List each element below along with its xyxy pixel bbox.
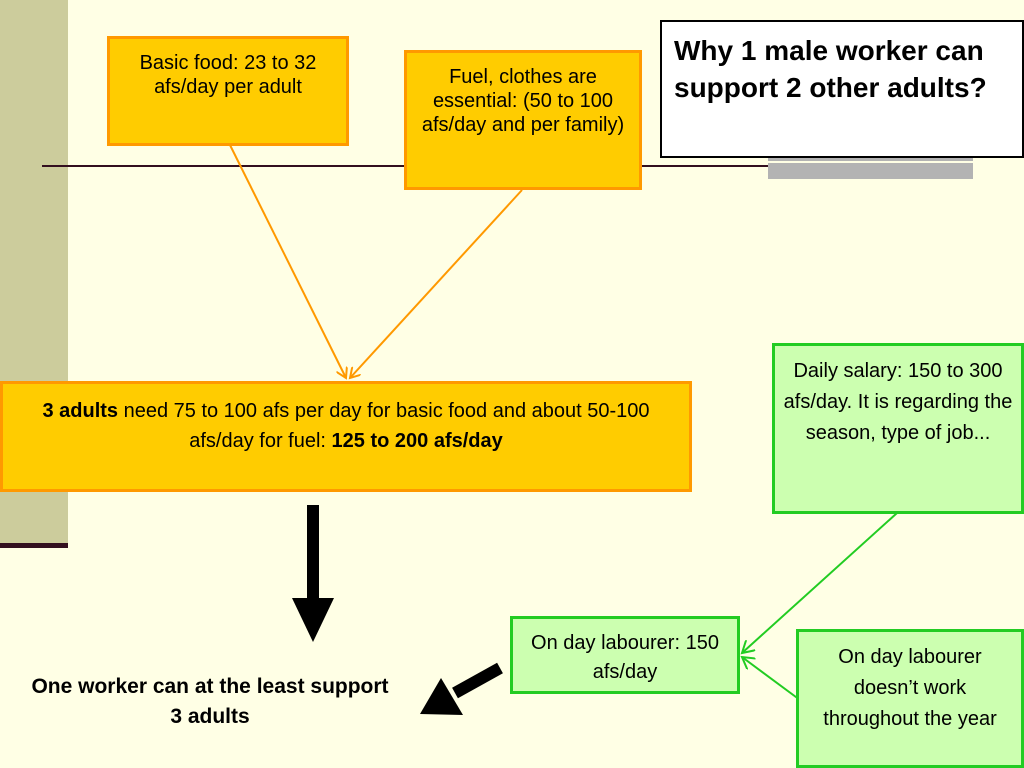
arrow-notworking-to-labourer <box>742 657 801 701</box>
left-band-underline <box>0 543 68 548</box>
day-labourer-text: On day labourer: 150 afs/day <box>531 632 719 683</box>
day-labourer-box: On day labourer: 150 afs/day <box>510 616 740 694</box>
not-working-box: On day labourer doesn’t work throughout … <box>796 629 1024 768</box>
three-adults-total: 125 to 200 afs/day <box>331 430 503 452</box>
three-adults-box: 3 adults need 75 to 100 afs per day for … <box>0 381 692 492</box>
three-adults-text: 3 adults need 75 to 100 afs per day for … <box>23 396 669 456</box>
basic-food-box: Basic food: 23 to 32 afs/day per adult <box>107 36 349 146</box>
fuel-clothes-text: Fuel, clothes are essential: (50 to 100 … <box>421 66 625 136</box>
daily-salary-box: Daily salary: 150 to 300 afs/day. It is … <box>772 343 1024 514</box>
not-working-text: On day labourer doesn’t work throughout … <box>823 646 997 730</box>
daily-salary-text: Daily salary: 150 to 300 afs/day. It is … <box>783 360 1013 444</box>
three-adults-lead: 3 adults <box>42 400 119 422</box>
left-arrow <box>420 662 503 715</box>
slide-title: Why 1 male worker can support 2 other ad… <box>660 20 1024 158</box>
arrow-fuel-to-adults <box>350 189 523 378</box>
gray-accent-bar <box>768 157 973 179</box>
conclusion-text: One worker can at the least support 3 ad… <box>31 675 389 728</box>
basic-food-text: Basic food: 23 to 32 afs/day per adult <box>139 52 317 98</box>
arrow-food-to-adults <box>229 144 346 378</box>
three-adults-middle: need 75 to 100 afs per day for basic foo… <box>118 400 650 452</box>
arrow-salary-to-labourer <box>742 512 898 653</box>
down-arrow <box>292 505 334 642</box>
fuel-clothes-box: Fuel, clothes are essential: (50 to 100 … <box>404 50 642 190</box>
